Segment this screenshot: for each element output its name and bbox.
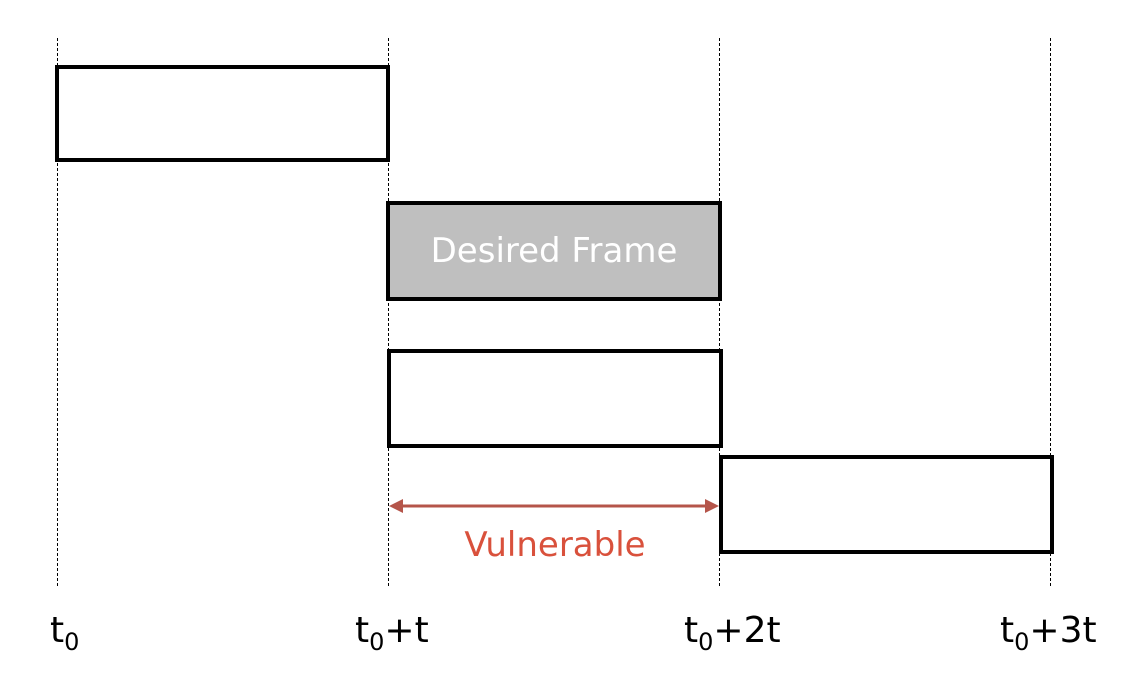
frame-3 (387, 349, 723, 448)
tick-label-t0: t0 (50, 610, 79, 656)
tick-subscript: 0 (369, 628, 385, 656)
desired-frame-label: Desired Frame (430, 231, 678, 271)
tick-suffix: +2t (713, 610, 781, 651)
time-marker-t0-plus-t (388, 38, 389, 586)
tick-label-t0-plus-t: t0+t (355, 610, 429, 656)
tick-base: t (684, 610, 699, 651)
frame-1 (55, 65, 390, 162)
tick-suffix: +3t (1029, 610, 1097, 651)
frame-4 (719, 455, 1054, 554)
tick-base: t (1000, 610, 1015, 651)
tick-subscript: 0 (1014, 628, 1030, 656)
tick-base: t (50, 610, 65, 651)
tick-base: t (355, 610, 370, 651)
tick-label-t0-plus-2t: t0+2t (684, 610, 781, 656)
desired-frame: Desired Frame (386, 201, 722, 301)
time-marker-t0-plus-2t (719, 38, 720, 586)
time-marker-t0 (57, 38, 58, 586)
tick-subscript: 0 (64, 628, 80, 656)
tick-subscript: 0 (698, 628, 714, 656)
vulnerable-interval-arrow (389, 499, 719, 513)
tick-label-t0-plus-3t: t0+3t (1000, 610, 1097, 656)
time-marker-t0-plus-3t (1050, 38, 1051, 586)
vulnerable-label: Vulnerable (464, 525, 646, 565)
tick-suffix: +t (384, 610, 429, 651)
